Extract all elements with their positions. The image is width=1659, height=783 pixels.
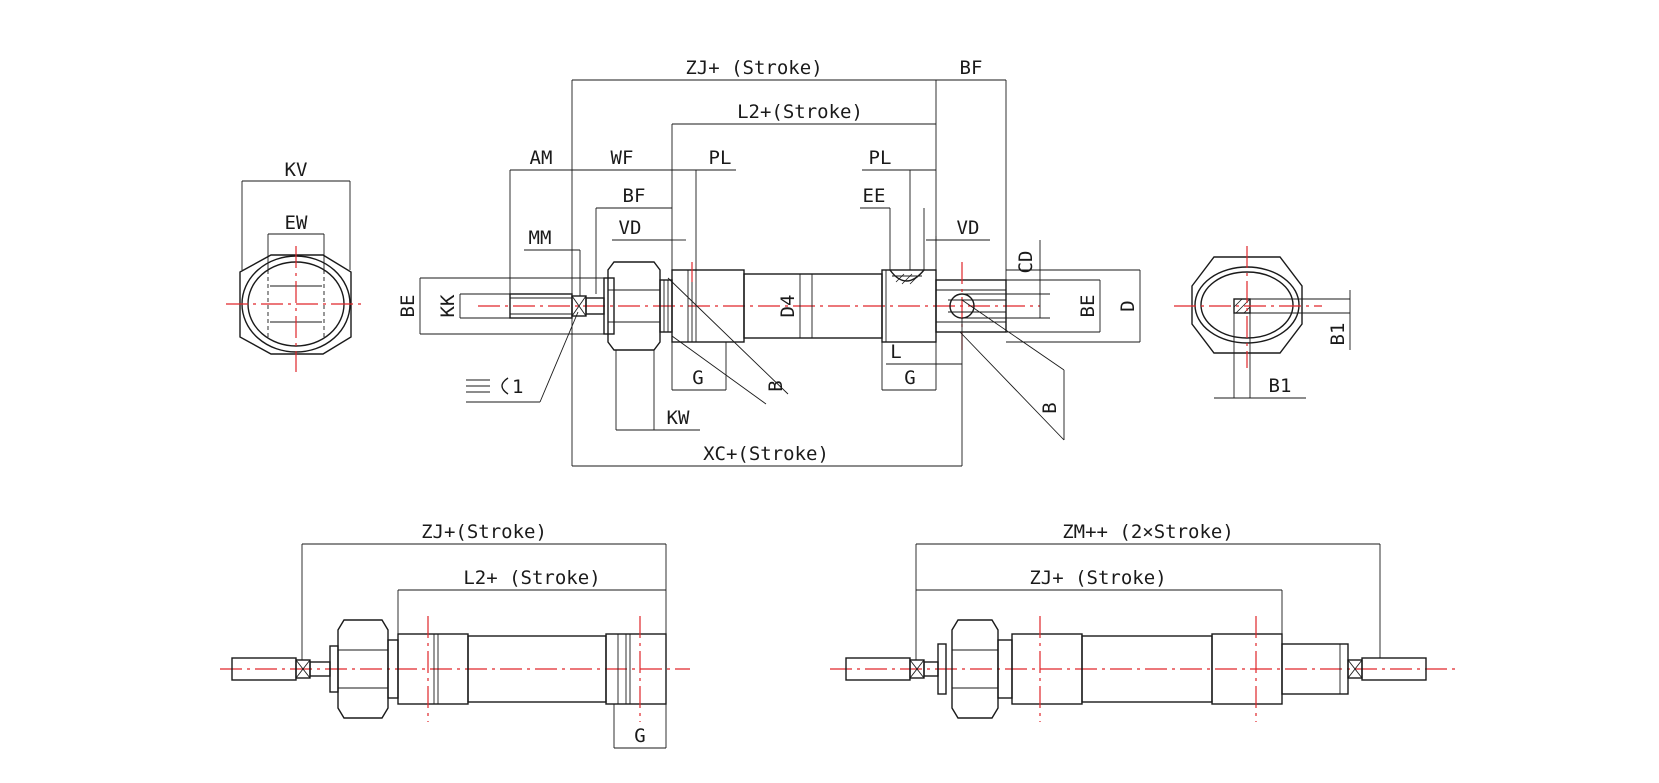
be-right-label: BE (1077, 295, 1099, 318)
right-hex-outline (1191, 256, 1303, 354)
b-right-label: B (1039, 402, 1061, 413)
g-right-label: G (904, 367, 915, 389)
g-left-label: G (692, 367, 703, 389)
bf-top-label: BF (960, 57, 983, 79)
kv-label: KV (285, 159, 308, 181)
b-left-label: B (765, 380, 787, 391)
hex-nut-outline (239, 254, 352, 355)
b1-horizontal-label: B1 (1269, 375, 1292, 397)
br-zm-stroke-label: ZM++ (2×Stroke) (1062, 521, 1234, 543)
zj-stroke-label: ZJ+ (Stroke) (685, 57, 822, 79)
bf-mid-label: BF (623, 185, 646, 207)
cd-label: CD (1015, 251, 1037, 274)
bl-g-label: G (634, 725, 645, 747)
right-end-view: B1 B1 (1174, 246, 1351, 399)
bottom-right-view: ZM++ (2×Stroke) ZJ+ (Stroke) (830, 521, 1460, 722)
l-label: L (890, 341, 901, 363)
bl-rod-nut (337, 619, 389, 719)
bl-rear-cap (605, 633, 667, 705)
b1-vertical-label: B1 (1327, 323, 1349, 346)
bl-l2-stroke-label: L2+ (Stroke) (463, 567, 600, 589)
pl-left-label: PL (709, 147, 732, 169)
br-rod-nut (951, 619, 999, 719)
main-view: ZJ+ (Stroke) BF L2+(Stroke) AM WF PL PL … (397, 57, 1141, 467)
l2-stroke-label: L2+(Stroke) (737, 101, 863, 123)
mm-label: MM (529, 227, 552, 249)
d-label: D (1117, 300, 1139, 311)
ew-label: EW (285, 212, 308, 234)
kk-label: KK (437, 294, 459, 317)
xc-stroke-label: XC+(Stroke) (703, 443, 829, 465)
bottom-left-view: ZJ+(Stroke) L2+ (Stroke) G (220, 521, 690, 749)
kw-label: KW (667, 407, 690, 429)
left-end-view: KV EW (226, 159, 366, 372)
pl-right-label: PL (869, 147, 892, 169)
bl-zj-stroke-label: ZJ+(Stroke) (421, 521, 547, 543)
wf-label: WF (611, 147, 634, 169)
wrench-size-label: 1 (512, 376, 523, 398)
d4-label: D4 (777, 295, 799, 318)
ee-label: EE (863, 185, 886, 207)
wrench-icon (466, 377, 509, 395)
vd-left-label: VD (619, 217, 642, 239)
am-label: AM (530, 147, 553, 169)
rear-clevis (935, 279, 1007, 333)
be-left-label: BE (397, 295, 419, 318)
br-zj-stroke-label: ZJ+ (Stroke) (1029, 567, 1166, 589)
vd-right-label: VD (957, 217, 980, 239)
